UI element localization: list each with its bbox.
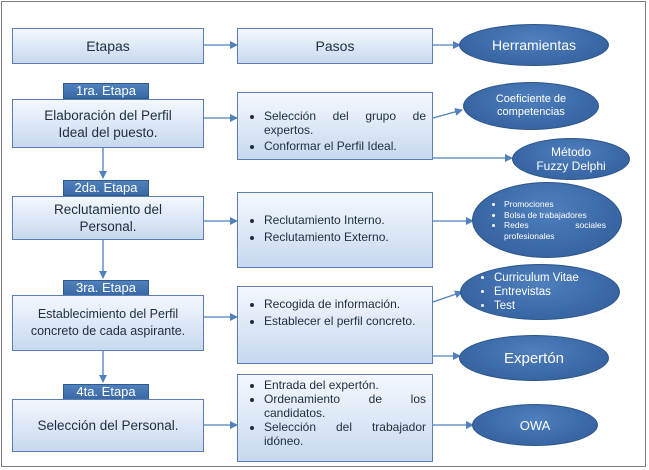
fuzzy-delphi-ellipse: Método Fuzzy Delphi: [512, 138, 630, 180]
stage-1-box: Elaboración del Perfil Ideal del puesto.: [12, 99, 204, 148]
stage-1-steps: Selección del grupo de expertos. Conform…: [237, 92, 433, 160]
stage-3-label-text: 3ra. Etapa: [76, 280, 136, 295]
stage-2-label: 2da. Etapa: [63, 180, 149, 196]
stage-3-label: 3ra. Etapa: [63, 280, 149, 296]
stage-2-steps: Reclutamiento Interno. Reclutamiento Ext…: [237, 192, 433, 268]
stage-4-box: Selección del Personal.: [12, 399, 204, 452]
stage-2-box: Reclutamiento del Personal.: [12, 196, 204, 240]
owa-ellipse: OWA: [472, 404, 598, 446]
perfil-tool-1: Curriculum Vitae: [494, 271, 604, 285]
stage-1-step-1: Selección del grupo de expertos.: [264, 109, 426, 137]
coeficiente-ellipse: Coeficiente de competencias: [463, 82, 599, 130]
reclutamiento-tool-3: Redes sociales profesionales: [504, 220, 606, 241]
stage-1-title-line2: Ideal del puesto.: [58, 124, 158, 140]
stage-2-step-1: Reclutamiento Interno.: [264, 213, 426, 227]
pasos-header-box: Pasos: [237, 28, 433, 64]
fuzzy-line2: Fuzzy Delphi: [536, 159, 606, 173]
stage-3-step-2: Establecer el perfil concreto.: [264, 314, 426, 328]
experton-label: Expertón: [503, 349, 565, 367]
herramientas-header-ellipse: Herramientas: [459, 24, 609, 66]
perfil-tool-3: Test: [494, 299, 604, 313]
stage-4-step-2: Ordenamiento de los candidatos.: [264, 392, 426, 420]
stage-1-title-line1: Elaboración del Perfil: [44, 107, 172, 123]
stage-2-title-line1: Reclutamiento del: [53, 202, 163, 217]
stage-2-title-line2: Personal.: [79, 219, 137, 234]
stage-3-box: Establecimiento del Perfil concreto de c…: [12, 295, 204, 351]
stage-3-step-1: Recogida de información.: [264, 297, 426, 311]
stage-1-label: 1ra. Etapa: [63, 83, 149, 99]
stage-1-label-text: 1ra. Etapa: [76, 83, 136, 98]
stage-3-title-line1: Establecimiento del Perfil: [37, 307, 179, 321]
stage-3-title-line2: concreto de cada aspirante.: [30, 324, 186, 338]
stage-3-steps: Recogida de información. Establecer el p…: [237, 286, 433, 364]
stage-2-step-2: Reclutamiento Externo.: [264, 230, 426, 244]
reclutamiento-tool-1: Promociones: [504, 199, 606, 210]
reclutamiento-tool-2: Bolsa de trabajadores: [504, 210, 606, 221]
stage-4-label-text: 4ta. Etapa: [76, 384, 136, 399]
stage-4-step-1: Entrada del expertón.: [264, 378, 426, 392]
stage-4-step-3: Selección del trabajador idóneo.: [264, 420, 426, 448]
perfil-tools-ellipse: Curriculum Vitae Entrevistas Test: [460, 264, 620, 320]
stage-4-steps: Entrada del expertón. Ordenamiento de lo…: [237, 374, 433, 462]
stage-4-label: 4ta. Etapa: [63, 384, 149, 400]
stage-1-step-2: Conformar el Perfil Ideal.: [264, 139, 426, 153]
coeficiente-line2: competencias: [497, 106, 565, 118]
owa-label: OWA: [519, 417, 551, 433]
stage-2-label-text: 2da. Etapa: [74, 180, 138, 195]
herramientas-header-label: Herramientas: [491, 37, 577, 53]
coeficiente-line1: Coeficiente de: [495, 93, 567, 105]
stage-4-title-line1: Selección del Personal.: [37, 418, 179, 433]
perfil-tool-2: Entrevistas: [494, 285, 604, 299]
pasos-header-label: Pasos: [315, 37, 355, 54]
etapas-header-label: Etapas: [86, 37, 130, 54]
reclutamiento-tools-ellipse: Promociones Bolsa de trabajadores Redes …: [472, 182, 622, 258]
etapas-header-box: Etapas: [12, 28, 204, 64]
fuzzy-line1: Método: [550, 145, 591, 159]
experton-ellipse: Expertón: [459, 335, 609, 381]
